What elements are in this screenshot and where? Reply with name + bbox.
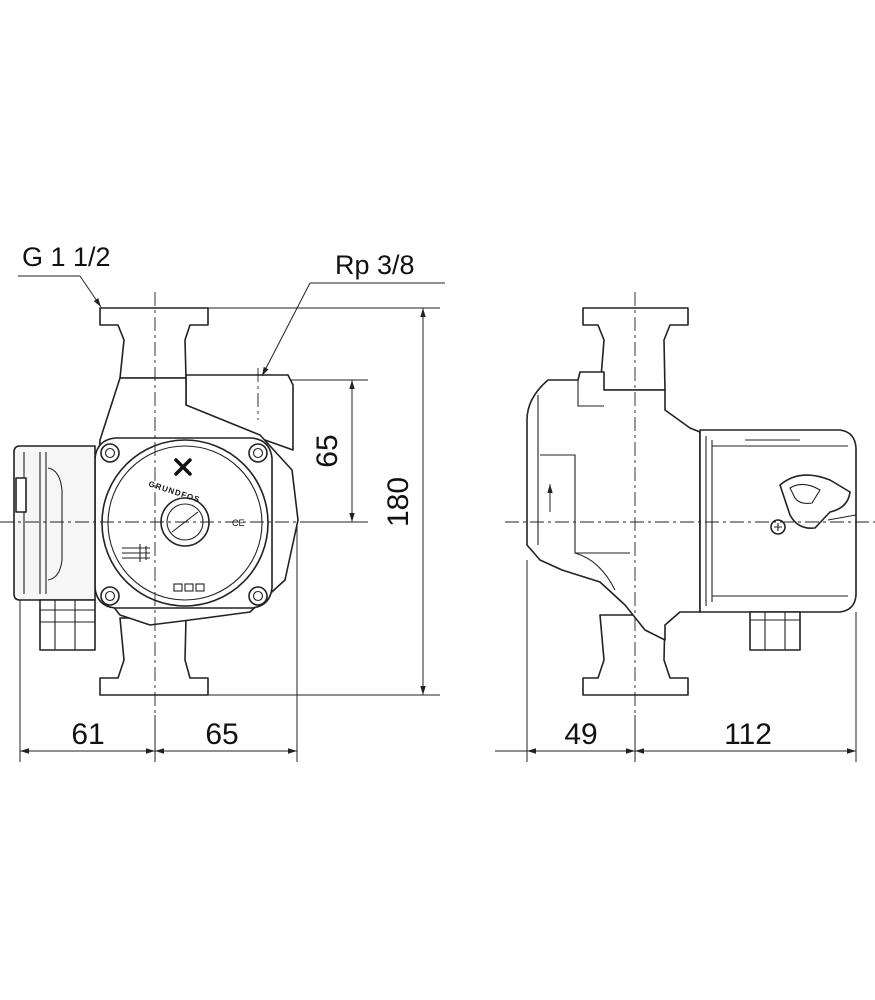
- side-dimensions: 49 112: [495, 560, 857, 762]
- dim-side-left: 49: [564, 718, 597, 751]
- side-bottom-flange: [582, 614, 689, 696]
- ce-mark: CE: [232, 518, 245, 528]
- front-view: GRUNDFOS CE: [0, 292, 312, 715]
- side-speed-knob: [770, 474, 857, 535]
- callout-vent-thread: Rp 3/8: [335, 250, 415, 280]
- side-pump-housing: [526, 371, 701, 641]
- front-corner-bolts: [100, 443, 268, 606]
- front-speed-marks: [122, 544, 150, 562]
- dim-port-to-center: 65: [311, 434, 344, 467]
- callout-inlet-thread: G 1 1/2: [22, 242, 111, 272]
- dim-center-to-right: 65: [205, 718, 238, 751]
- dim-overall-height: 180: [382, 477, 415, 527]
- front-top-flange: [99, 307, 209, 379]
- front-dimensions: 65 180 61 65: [19, 307, 440, 762]
- side-view: [505, 292, 875, 715]
- front-cable-gland: [39, 599, 96, 651]
- dim-left-width: 61: [71, 718, 104, 751]
- callouts: G 1 1/2 Rp 3/8: [18, 242, 445, 377]
- side-cable-gland: [749, 611, 801, 651]
- front-bottom-flange: [99, 617, 209, 696]
- dim-side-right: 112: [724, 718, 772, 751]
- front-switch: [15, 477, 27, 513]
